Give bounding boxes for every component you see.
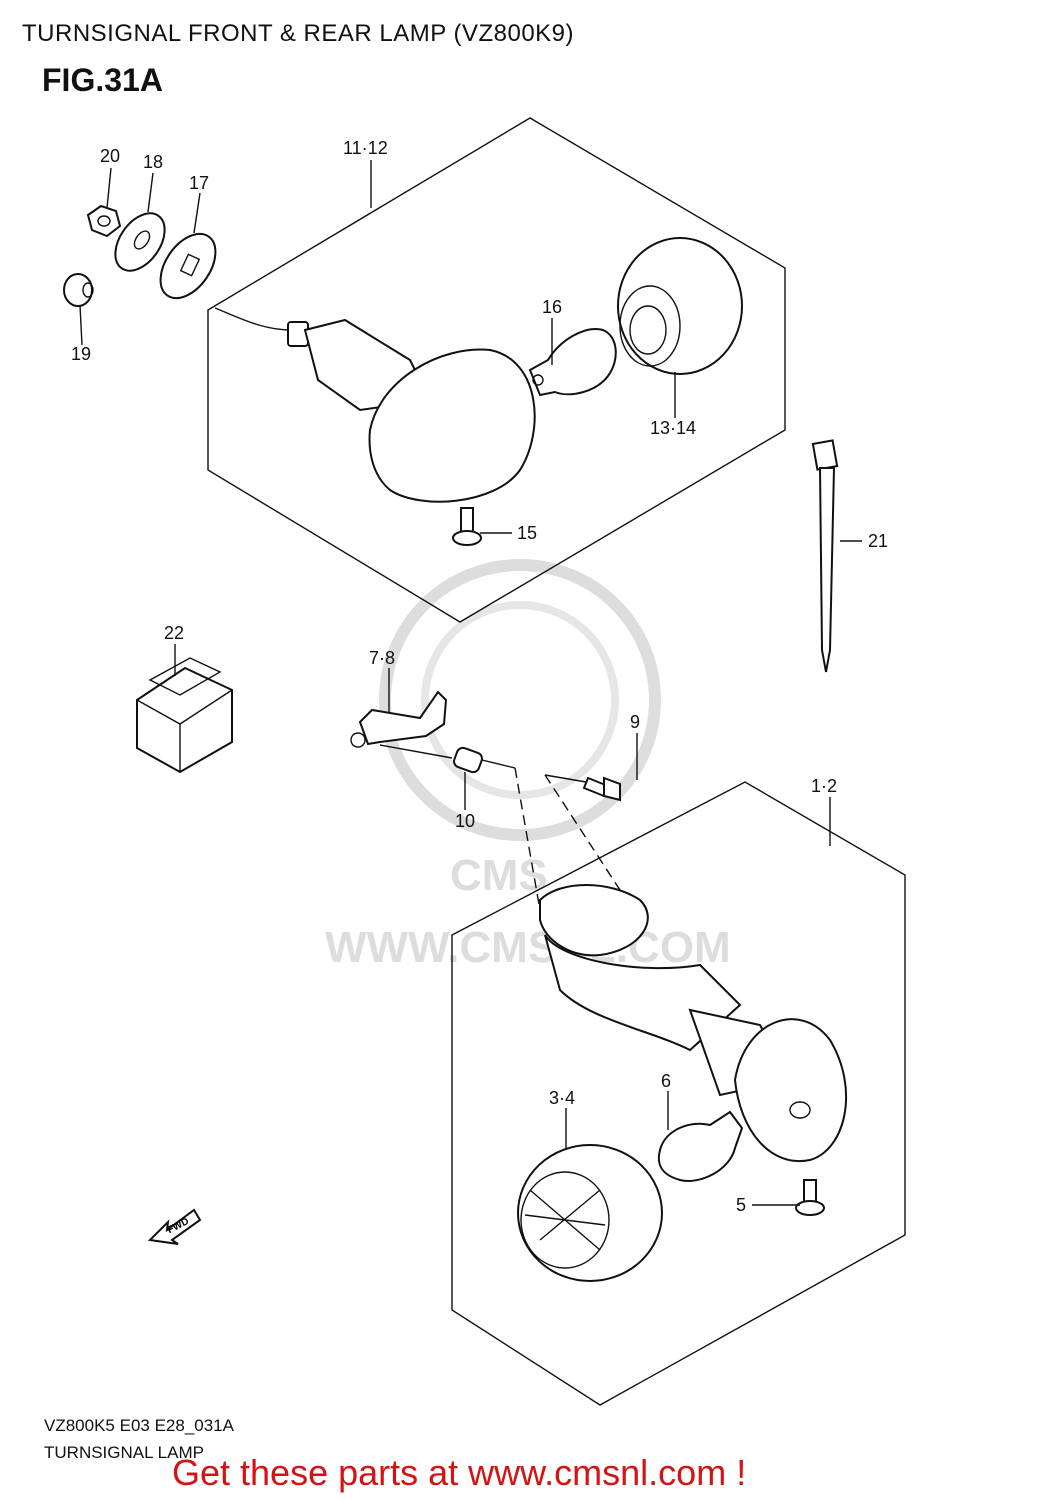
callout-16: 16 [542, 297, 562, 317]
promo-link[interactable]: Get these parts at www.cmsnl.com ! [172, 1452, 747, 1493]
diagram-name: TURNSIGNAL LAMP [44, 1443, 204, 1462]
fwd-arrow-icon: FWD [147, 1208, 202, 1245]
callout-18: 18 [143, 152, 163, 172]
collar-part-10 [453, 746, 483, 774]
callout-19: 19 [71, 344, 91, 364]
callout-1-2: 1·2 [811, 776, 837, 796]
bulb-part-6 [657, 1110, 744, 1182]
screw-part-5 [795, 1179, 825, 1216]
callout-22: 22 [164, 623, 184, 643]
callout-15: 15 [517, 523, 537, 543]
callout-9: 9 [630, 712, 640, 732]
watermark-url: WWW.CMSNL.COM [325, 923, 731, 972]
page-title: TURNSIGNAL FRONT & REAR LAMP (VZ800K9) [22, 20, 575, 47]
callout-labels: 20 18 17 19 11·12 16 13·14 15 21 22 7·8 … [71, 138, 888, 1215]
callout-13-14: 13·14 [650, 418, 696, 438]
callout-11-12: 11·12 [343, 138, 388, 158]
lower-assembly-box [451, 781, 906, 1406]
upper-assembly-box [207, 117, 786, 623]
bolt-part-9 [582, 776, 621, 802]
lens-part-13-14 [617, 237, 743, 375]
cable-tie-part-21 [811, 439, 839, 673]
callout-20: 20 [100, 146, 120, 166]
screw-part-15 [452, 507, 482, 546]
bracket-part-7-8 [350, 690, 448, 748]
leader-lines [79, 160, 862, 1206]
callout-10: 10 [455, 811, 475, 831]
watermark-logo: CMS [450, 851, 548, 900]
callout-6: 6 [661, 1071, 671, 1091]
lamp-housing-part-11-12 [214, 307, 536, 503]
lens-part-3-4 [517, 1144, 663, 1282]
grommet-part-17 [159, 232, 217, 300]
callout-5: 5 [736, 1195, 746, 1215]
nut-part-20 [86, 204, 122, 238]
relay-part-22 [136, 657, 233, 774]
callout-17: 17 [189, 173, 209, 193]
figure-label: FIG.31A [42, 62, 163, 98]
diagram-code: VZ800K5 E03 E28_031A [44, 1416, 234, 1435]
washer-part-18 [114, 212, 166, 272]
callout-7-8: 7·8 [369, 648, 395, 668]
bulb-part-16 [528, 328, 617, 397]
cap-part-19 [63, 273, 94, 307]
watermark: CMS WWW.CMSNL.COM [325, 559, 731, 972]
callout-21: 21 [868, 531, 888, 551]
lamp-body-part-1-2 [539, 884, 848, 1163]
callout-3-4: 3·4 [549, 1088, 575, 1108]
